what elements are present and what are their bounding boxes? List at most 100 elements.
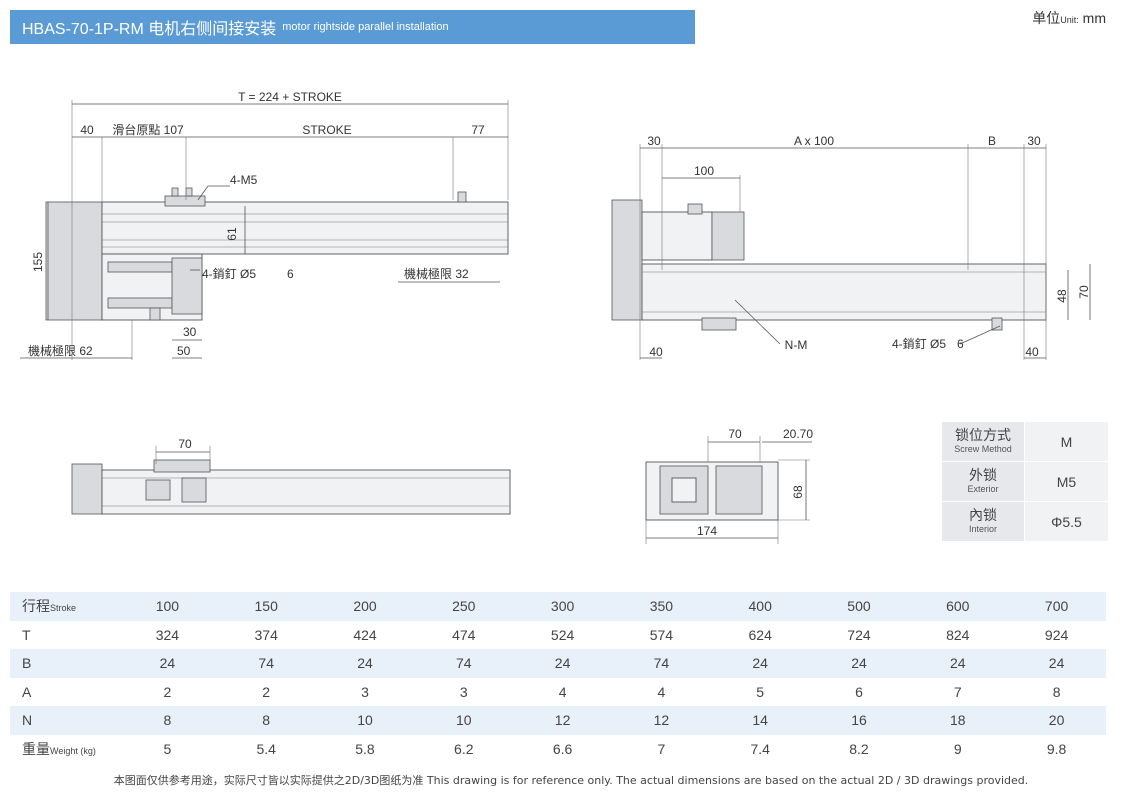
table-cell: 624 xyxy=(710,620,810,649)
table-cell: 5.8 xyxy=(315,734,415,763)
table-cell: 824 xyxy=(908,620,1008,649)
table-cell: 24 xyxy=(315,649,415,678)
table-cell: 5 xyxy=(710,677,810,706)
table-cell: 6 xyxy=(809,677,909,706)
row-header-label: 重量 xyxy=(22,740,50,757)
table-cell: 9 xyxy=(908,734,1008,763)
label-pin-depth-right: 6 xyxy=(957,337,964,351)
dim-30-right: 30 xyxy=(1027,134,1041,148)
dim-origin: 滑台原點 107 xyxy=(112,122,184,137)
dim-155: 155 xyxy=(31,252,45,272)
table-cell: 9.8 xyxy=(1007,734,1106,763)
dim-77: 77 xyxy=(471,123,485,137)
table-cell: 24 xyxy=(710,649,810,678)
label-mech-limit-62: 機械極限 62 xyxy=(28,343,93,358)
screw-sub: Interior xyxy=(968,523,997,534)
unit-cn: 单位 xyxy=(1032,10,1061,26)
row-header: 重量Weight (kg) xyxy=(10,734,118,763)
table-cell: 24 xyxy=(1007,649,1106,678)
table-cell: 700 xyxy=(1007,592,1106,621)
title-bar: HBAS-70-1P-RM 电机右侧间接安装 motor rightside p… xyxy=(10,10,695,44)
table-cell: 150 xyxy=(216,592,316,621)
screw-sub: Screw Method xyxy=(954,443,1012,454)
table-cell: 18 xyxy=(908,706,1008,735)
technical-drawings: T = 224 + STROKE 40 滑台原點 107 STROKE 77 4… xyxy=(20,90,1091,544)
table-cell: 400 xyxy=(710,592,810,621)
table-cell: 12 xyxy=(611,706,711,735)
dim-40-left: 40 xyxy=(649,345,663,359)
table-cell: 7 xyxy=(611,734,711,763)
table-cell: 424 xyxy=(315,620,415,649)
row-header-label: A xyxy=(22,683,32,700)
table-cell: 524 xyxy=(513,620,612,649)
unit-mm: mm xyxy=(1082,10,1106,26)
table-cell: 100 xyxy=(118,592,217,621)
row-header-sub: Weight (kg) xyxy=(50,745,96,756)
table-cell: 74 xyxy=(216,649,316,678)
table-cell: 4 xyxy=(611,677,711,706)
table-cell: 24 xyxy=(809,649,909,678)
dim-100: 100 xyxy=(694,164,714,178)
label-4-m5: 4-M5 xyxy=(230,173,258,187)
table-cell: 574 xyxy=(611,620,711,649)
table-cell: 24 xyxy=(118,649,217,678)
table-cell: 74 xyxy=(611,649,711,678)
table-cell: 12 xyxy=(513,706,612,735)
side-view-left: T = 224 + STROKE 40 滑台原點 107 STROKE 77 4… xyxy=(20,90,509,360)
screw-value: Φ5.5 xyxy=(1024,501,1109,542)
table-cell: 8.2 xyxy=(809,734,909,763)
unit-label: 单位Unit: mm xyxy=(1032,8,1106,28)
end-view-right: 70 20.70 68 174 xyxy=(645,427,813,544)
dim-61: 61 xyxy=(225,227,239,241)
label-mech-limit-32: 機械極限 32 xyxy=(404,266,469,281)
screw-label: 锁位方式 xyxy=(955,426,1011,443)
table-cell: 374 xyxy=(216,620,316,649)
table-cell: 350 xyxy=(611,592,711,621)
dim-70-bottom-left: 70 xyxy=(178,437,192,451)
unit-en: Unit: xyxy=(1060,15,1079,25)
table-cell: 324 xyxy=(118,620,217,649)
label-pin-depth: 6 xyxy=(287,267,294,281)
footer-note: 本图面仅供参考用途，实际尺寸皆以实际提供之2D/3D图纸为准 This draw… xyxy=(113,774,1029,787)
table-cell: 8 xyxy=(1007,677,1106,706)
table-cell: 8 xyxy=(118,706,217,735)
row-header-label: T xyxy=(22,626,31,643)
bottom-view-left: 70 xyxy=(71,437,511,515)
dim-a-x-100: A x 100 xyxy=(794,134,834,148)
table-cell: 2 xyxy=(118,677,217,706)
dim-68: 68 xyxy=(791,485,805,499)
table-cell: 724 xyxy=(809,620,909,649)
table-cell: 7.4 xyxy=(710,734,810,763)
label-pin: 4-銷釘 Ø5 xyxy=(202,266,256,281)
table-cell: 474 xyxy=(414,620,514,649)
table-cell: 500 xyxy=(809,592,909,621)
dim-48: 48 xyxy=(1055,289,1069,303)
screw-value: M5 xyxy=(1024,461,1109,502)
dim-70-end: 70 xyxy=(728,427,742,441)
dim-30: 30 xyxy=(183,325,197,339)
table-cell: 3 xyxy=(414,677,514,706)
dim-20-70: 20.70 xyxy=(783,427,813,441)
table-cell: 24 xyxy=(908,649,1008,678)
row-header-label: 行程 xyxy=(22,598,50,615)
table-cell: 16 xyxy=(809,706,909,735)
table-cell: 250 xyxy=(414,592,514,621)
row-header: A xyxy=(10,677,118,706)
table-cell: 2 xyxy=(216,677,316,706)
dim-50: 50 xyxy=(177,344,191,358)
dim-b: B xyxy=(988,134,996,148)
row-header-sub: Stroke xyxy=(50,603,77,614)
table-cell: 14 xyxy=(710,706,810,735)
table-cell: 6.2 xyxy=(414,734,514,763)
page-title: HBAS-70-1P-RM 电机右侧间接安装 xyxy=(22,21,277,38)
label-pin-right: 4-銷釘 Ø5 xyxy=(892,336,946,351)
